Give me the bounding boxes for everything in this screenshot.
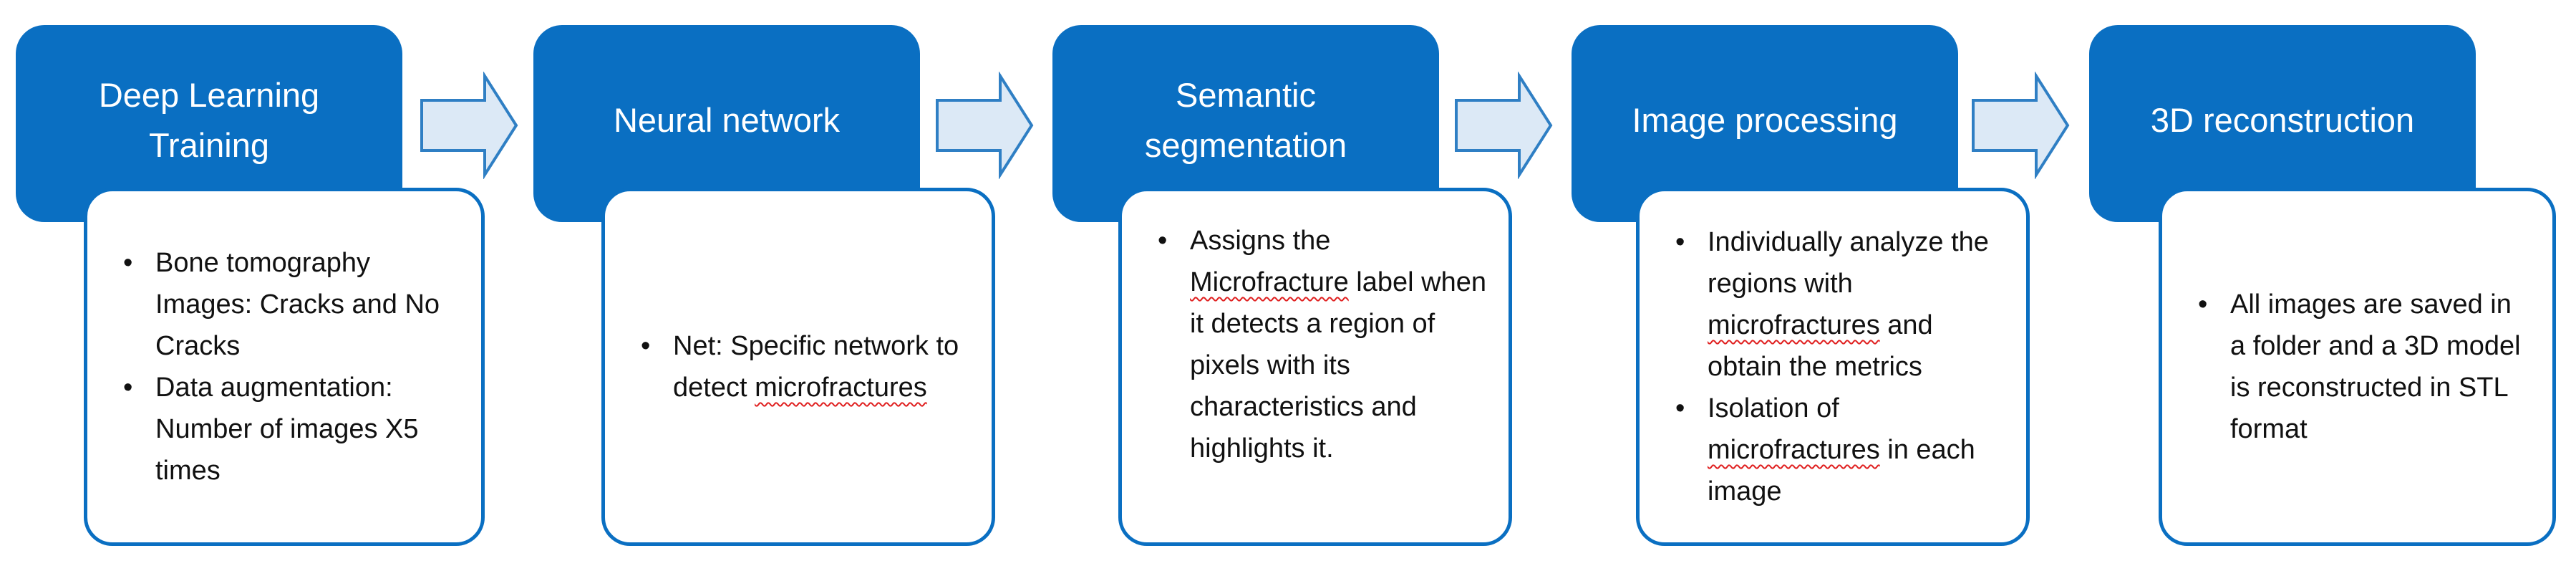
- step-image-processing: Image processing Individually analyze th…: [0, 0, 2030, 546]
- bullet-list: Bone tomography Images: Cracks and No Cr…: [116, 242, 460, 491]
- bullet-text: Data augmentation: Number of images X5 t…: [155, 373, 419, 486]
- bullet-item: Assigns the Microfracture label when it …: [1151, 220, 1487, 469]
- step-details-box: Individually analyze the regions with mi…: [1636, 188, 2030, 546]
- right-arrow-icon: [1455, 72, 1553, 179]
- spellcheck-flagged-word: microfractures: [755, 373, 927, 403]
- bullet-text: and obtain the metrics: [1708, 310, 1933, 382]
- step-3d-reconstruction: 3D reconstruction All images are saved i…: [0, 0, 2556, 546]
- right-arrow-icon: [1972, 72, 2070, 179]
- spellcheck-flagged-word: microfractures: [1708, 310, 1880, 340]
- bullet-text: Assigns the: [1190, 226, 1331, 256]
- bullet-item: Net: Specific network to detect microfra…: [634, 325, 970, 408]
- bullet-item: Individually analyze the regions with mi…: [1668, 221, 2005, 388]
- step-deep-learning-training: Deep Learning Training Bone tomography I…: [0, 0, 485, 546]
- step-neural-network: Neural network Net: Specific network to …: [0, 0, 995, 546]
- bullet-text: in each image: [1708, 435, 1975, 507]
- step-details-box: Assigns the Microfracture label when it …: [1118, 188, 1512, 546]
- spellcheck-flagged-word: Microfracture: [1190, 267, 1349, 297]
- bullet-text: Net: Specific network to detect: [673, 331, 959, 403]
- step-semantic-segmentation: Semantic segmentation Assigns the Microf…: [0, 0, 1512, 546]
- bullet-text: label when it detects a region of pixels…: [1190, 267, 1486, 464]
- spellcheck-flagged-word: microfractures: [1708, 435, 1880, 465]
- bullet-list: Individually analyze the regions with mi…: [1668, 221, 2005, 512]
- bullet-item: Data augmentation: Number of images X5 t…: [116, 367, 460, 491]
- bullet-text: Individually analyze the regions with: [1708, 227, 1989, 299]
- step-details-box: Net: Specific network to detect microfra…: [601, 188, 995, 546]
- bullet-text: Isolation of: [1708, 393, 1839, 423]
- bullet-text: Bone tomography Images: Cracks and No Cr…: [155, 248, 440, 361]
- bullet-list: All images are saved in a folder and a 3…: [2191, 284, 2531, 450]
- step-details-box: Bone tomography Images: Cracks and No Cr…: [84, 188, 485, 546]
- right-arrow-icon: [420, 72, 518, 179]
- bullet-text: All images are saved in a folder and a 3…: [2230, 289, 2521, 444]
- bullet-item: All images are saved in a folder and a 3…: [2191, 284, 2531, 450]
- bullet-item: Isolation of microfractures in each imag…: [1668, 388, 2005, 512]
- bullet-list: Net: Specific network to detect microfra…: [634, 325, 970, 408]
- bullet-item: Bone tomography Images: Cracks and No Cr…: [116, 242, 460, 367]
- right-arrow-icon: [936, 72, 1034, 179]
- bullet-list: Assigns the Microfracture label when it …: [1151, 220, 1487, 469]
- step-details-box: All images are saved in a folder and a 3…: [2159, 188, 2556, 546]
